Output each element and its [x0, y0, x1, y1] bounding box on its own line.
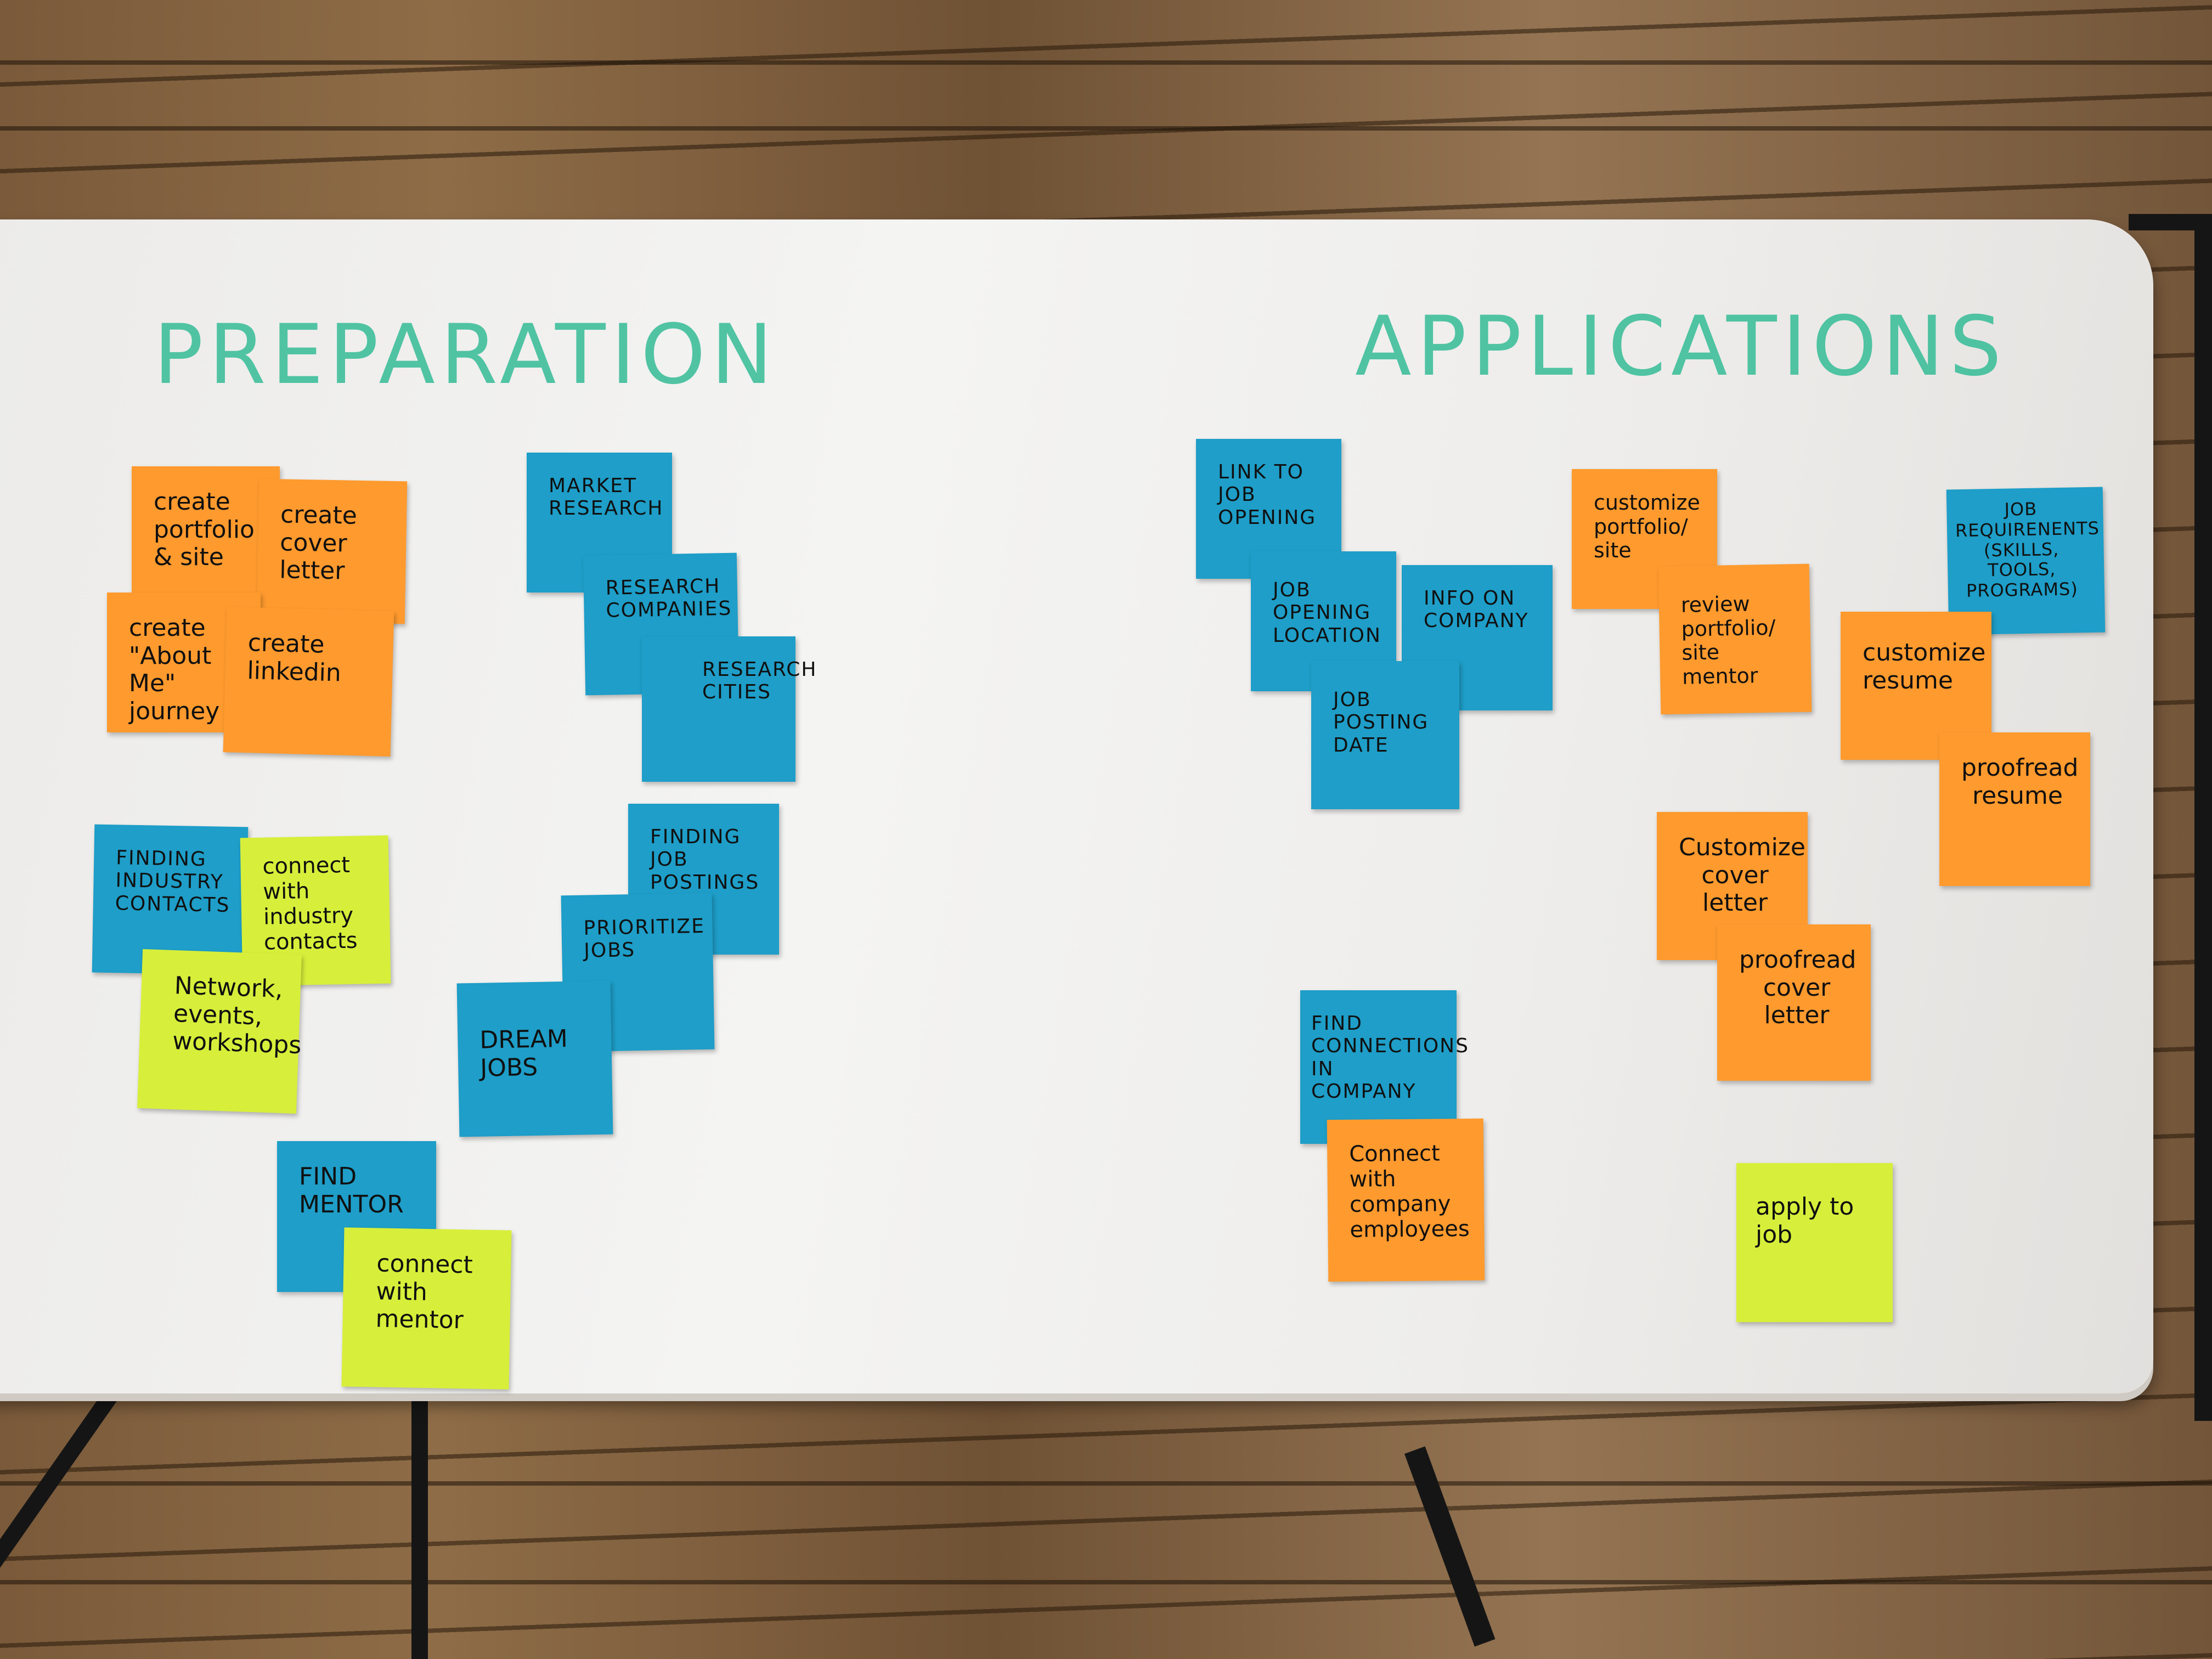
floor-seam — [0, 1580, 2212, 1584]
sticky-note: apply to job — [1736, 1163, 1893, 1322]
sticky-note: review portfolio/ site mentor — [1658, 563, 1812, 715]
sticky-note: create linkedin — [223, 607, 394, 757]
floor-seam — [0, 126, 2212, 131]
heading-preparation: PREPARATION — [154, 307, 778, 403]
sticky-note: RESEARCH CITIES — [642, 636, 816, 782]
sticky-note: proofread cover letter — [1717, 924, 1871, 1081]
chair-back — [2194, 214, 2212, 1421]
sticky-note: create cover letter — [256, 478, 408, 624]
sticky-note: DREAM JOBS — [456, 980, 613, 1137]
sticky-note: Network, events, workshops — [137, 949, 302, 1114]
sticky-note: connect with mentor — [341, 1227, 512, 1390]
table-leg — [411, 1383, 428, 1659]
floor-seam — [0, 1481, 2212, 1486]
sticky-note: JOB POSTING DATE — [1311, 661, 1459, 809]
sticky-note: Connect with company employees — [1327, 1118, 1485, 1282]
floor-seam — [0, 60, 2212, 65]
sticky-note: proofread resume — [1939, 732, 2090, 886]
sticky-note: FIND CONNECTIONS IN COMPANY — [1300, 990, 1468, 1144]
heading-applications: APPLICATIONS — [1355, 299, 2007, 394]
sticky-note: create portfolio & site — [132, 466, 280, 614]
